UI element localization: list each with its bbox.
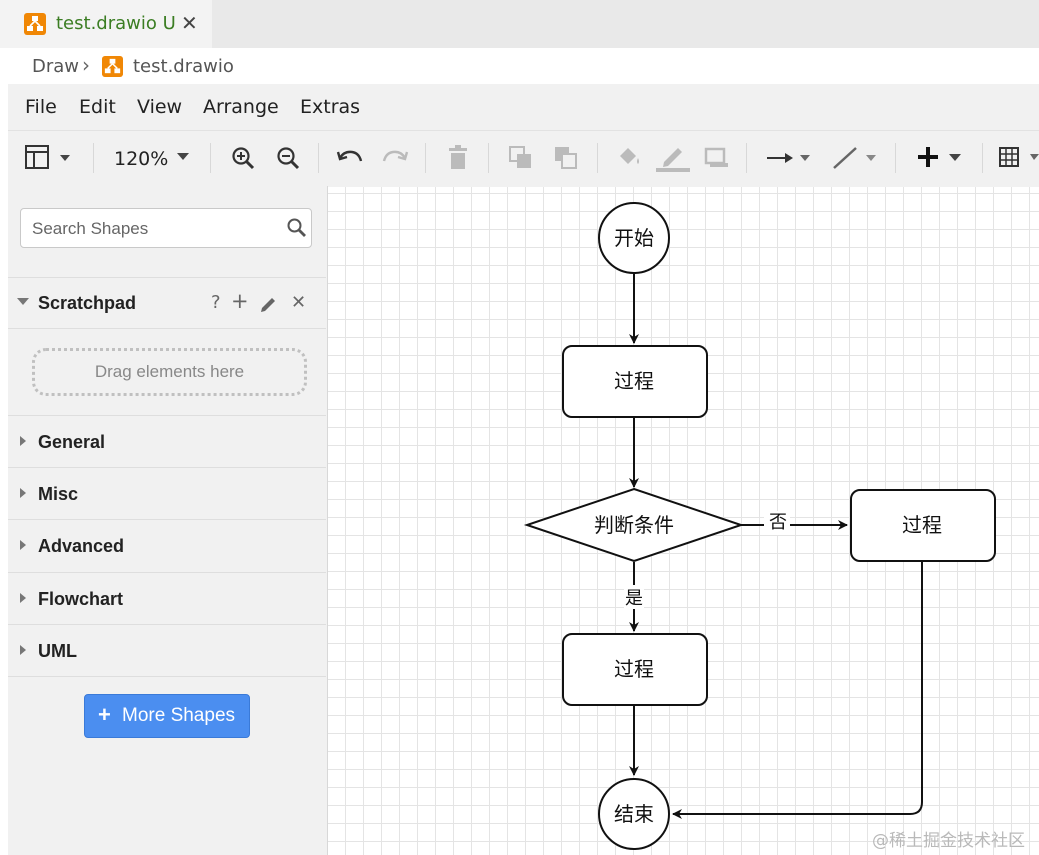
toolbar-separator [488,143,489,173]
divider [8,277,326,278]
flowchart-diagram: 是 否 开始 过程 判断条件 过程 过程 结束 [523,202,996,850]
sidebar-section-uml[interactable]: UML [38,641,77,661]
process-yes-node[interactable] [562,633,708,706]
more-shapes-label: More Shapes [122,705,236,726]
divider [8,676,326,677]
sidebar-section-general[interactable]: General [38,432,106,452]
edge-no-branch-to-end[interactable] [672,561,923,819]
tab-close-icon[interactable]: ✕ [181,11,198,35]
breadcrumb-root[interactable]: Draw [32,56,80,77]
divider [8,572,326,573]
edge-no-label-bg [764,511,790,535]
menu-file[interactable]: File [25,96,57,118]
search-box[interactable] [20,208,312,248]
format-panel-toggle-icon[interactable] [24,144,76,172]
breadcrumb-file[interactable]: test.drawio [133,56,234,77]
menu-extras[interactable]: Extras [300,96,361,118]
flowchart-expand-icon[interactable] [20,593,26,603]
process-no-node-label: 过程 [902,513,942,537]
zoom-dropdown-chevron-icon[interactable] [176,152,190,162]
divider [8,519,326,520]
breadcrumb-separator: › [82,53,90,77]
menu-view[interactable]: View [137,96,183,118]
zoom-in-icon[interactable] [230,145,256,171]
uml-expand-icon[interactable] [20,645,26,655]
menu-arrange[interactable]: Arrange [203,96,279,118]
scratchpad-add-icon[interactable]: + [231,289,249,313]
to-back-icon[interactable] [553,145,579,171]
search-icon[interactable] [286,217,308,239]
scratchpad-close-icon[interactable]: ✕ [291,292,307,313]
insert-plus-icon[interactable] [915,145,965,171]
edge-yes-label-bg [624,585,644,609]
divider [8,467,326,468]
delete-icon[interactable] [447,145,469,171]
process-node-label: 过程 [614,369,654,393]
divider [8,415,326,416]
breadcrumb [0,48,1039,84]
drawio-logo-icon [24,13,46,35]
shadow-icon[interactable] [704,146,730,170]
start-node[interactable] [598,202,670,274]
watermark: @稀土掘金技术社区 [872,831,1025,851]
shapes-sidebar [8,186,328,855]
edge-no-label: 否 [769,512,787,533]
toolbar-separator [895,143,896,173]
process-no-node[interactable] [850,489,996,562]
tab-filename: test.drawio [56,13,157,34]
search-input[interactable] [30,218,279,240]
toolbar-separator [210,143,211,173]
sidebar-section-flowchart[interactable]: Flowchart [38,589,124,609]
scratchpad-expand-icon[interactable] [17,298,29,305]
toolbar-separator [425,143,426,173]
zoom-out-icon[interactable] [275,145,301,171]
tab-modified-flag: U [162,13,176,34]
toolbar-separator [982,143,983,173]
line-color-icon[interactable] [656,144,690,172]
sidebar-section-misc[interactable]: Misc [38,484,79,504]
zoom-level[interactable]: 120% [114,148,169,170]
end-node-label: 结束 [614,802,654,826]
connection-style-icon[interactable] [765,148,815,168]
waypoint-style-icon[interactable] [830,144,880,172]
diagram-canvas[interactable]: 是 否 开始 过程 判断条件 过程 过程 结束 [328,187,1039,855]
menu-bar [8,84,1039,130]
plus-icon: + [98,702,111,727]
toolbar-separator [93,143,94,173]
scratchpad-help-icon[interactable]: ? [211,292,221,313]
drawio-file-icon [102,56,123,77]
general-expand-icon[interactable] [20,436,26,446]
start-node-label: 开始 [614,226,654,250]
toolbar-separator [318,143,319,173]
menu-edit[interactable]: Edit [79,96,116,118]
end-node[interactable] [598,778,670,850]
advanced-expand-icon[interactable] [20,540,26,550]
scratchpad-title[interactable]: Scratchpad [38,293,137,313]
scratchpad-edit-icon[interactable] [259,294,279,314]
toolbar-separator [597,143,598,173]
misc-expand-icon[interactable] [20,488,26,498]
tab-title: test.drawio U [56,13,176,34]
divider [8,624,326,625]
more-shapes-button[interactable]: + More Shapes [84,694,250,738]
process-node[interactable] [562,345,708,418]
edge-yes-label: 是 [625,588,643,609]
scratchpad-dropzone[interactable]: Drag elements here [32,348,307,396]
decision-node-label: 判断条件 [594,513,674,537]
table-icon[interactable] [998,146,1039,170]
fill-color-icon[interactable] [615,144,643,170]
undo-icon[interactable] [336,146,364,168]
process-yes-node-label: 过程 [614,657,654,681]
decision-node[interactable] [523,487,745,563]
to-front-icon[interactable] [508,145,534,171]
sidebar-section-advanced[interactable]: Advanced [38,536,125,556]
divider [8,328,326,329]
toolbar-separator [746,143,747,173]
redo-icon[interactable] [381,146,409,168]
